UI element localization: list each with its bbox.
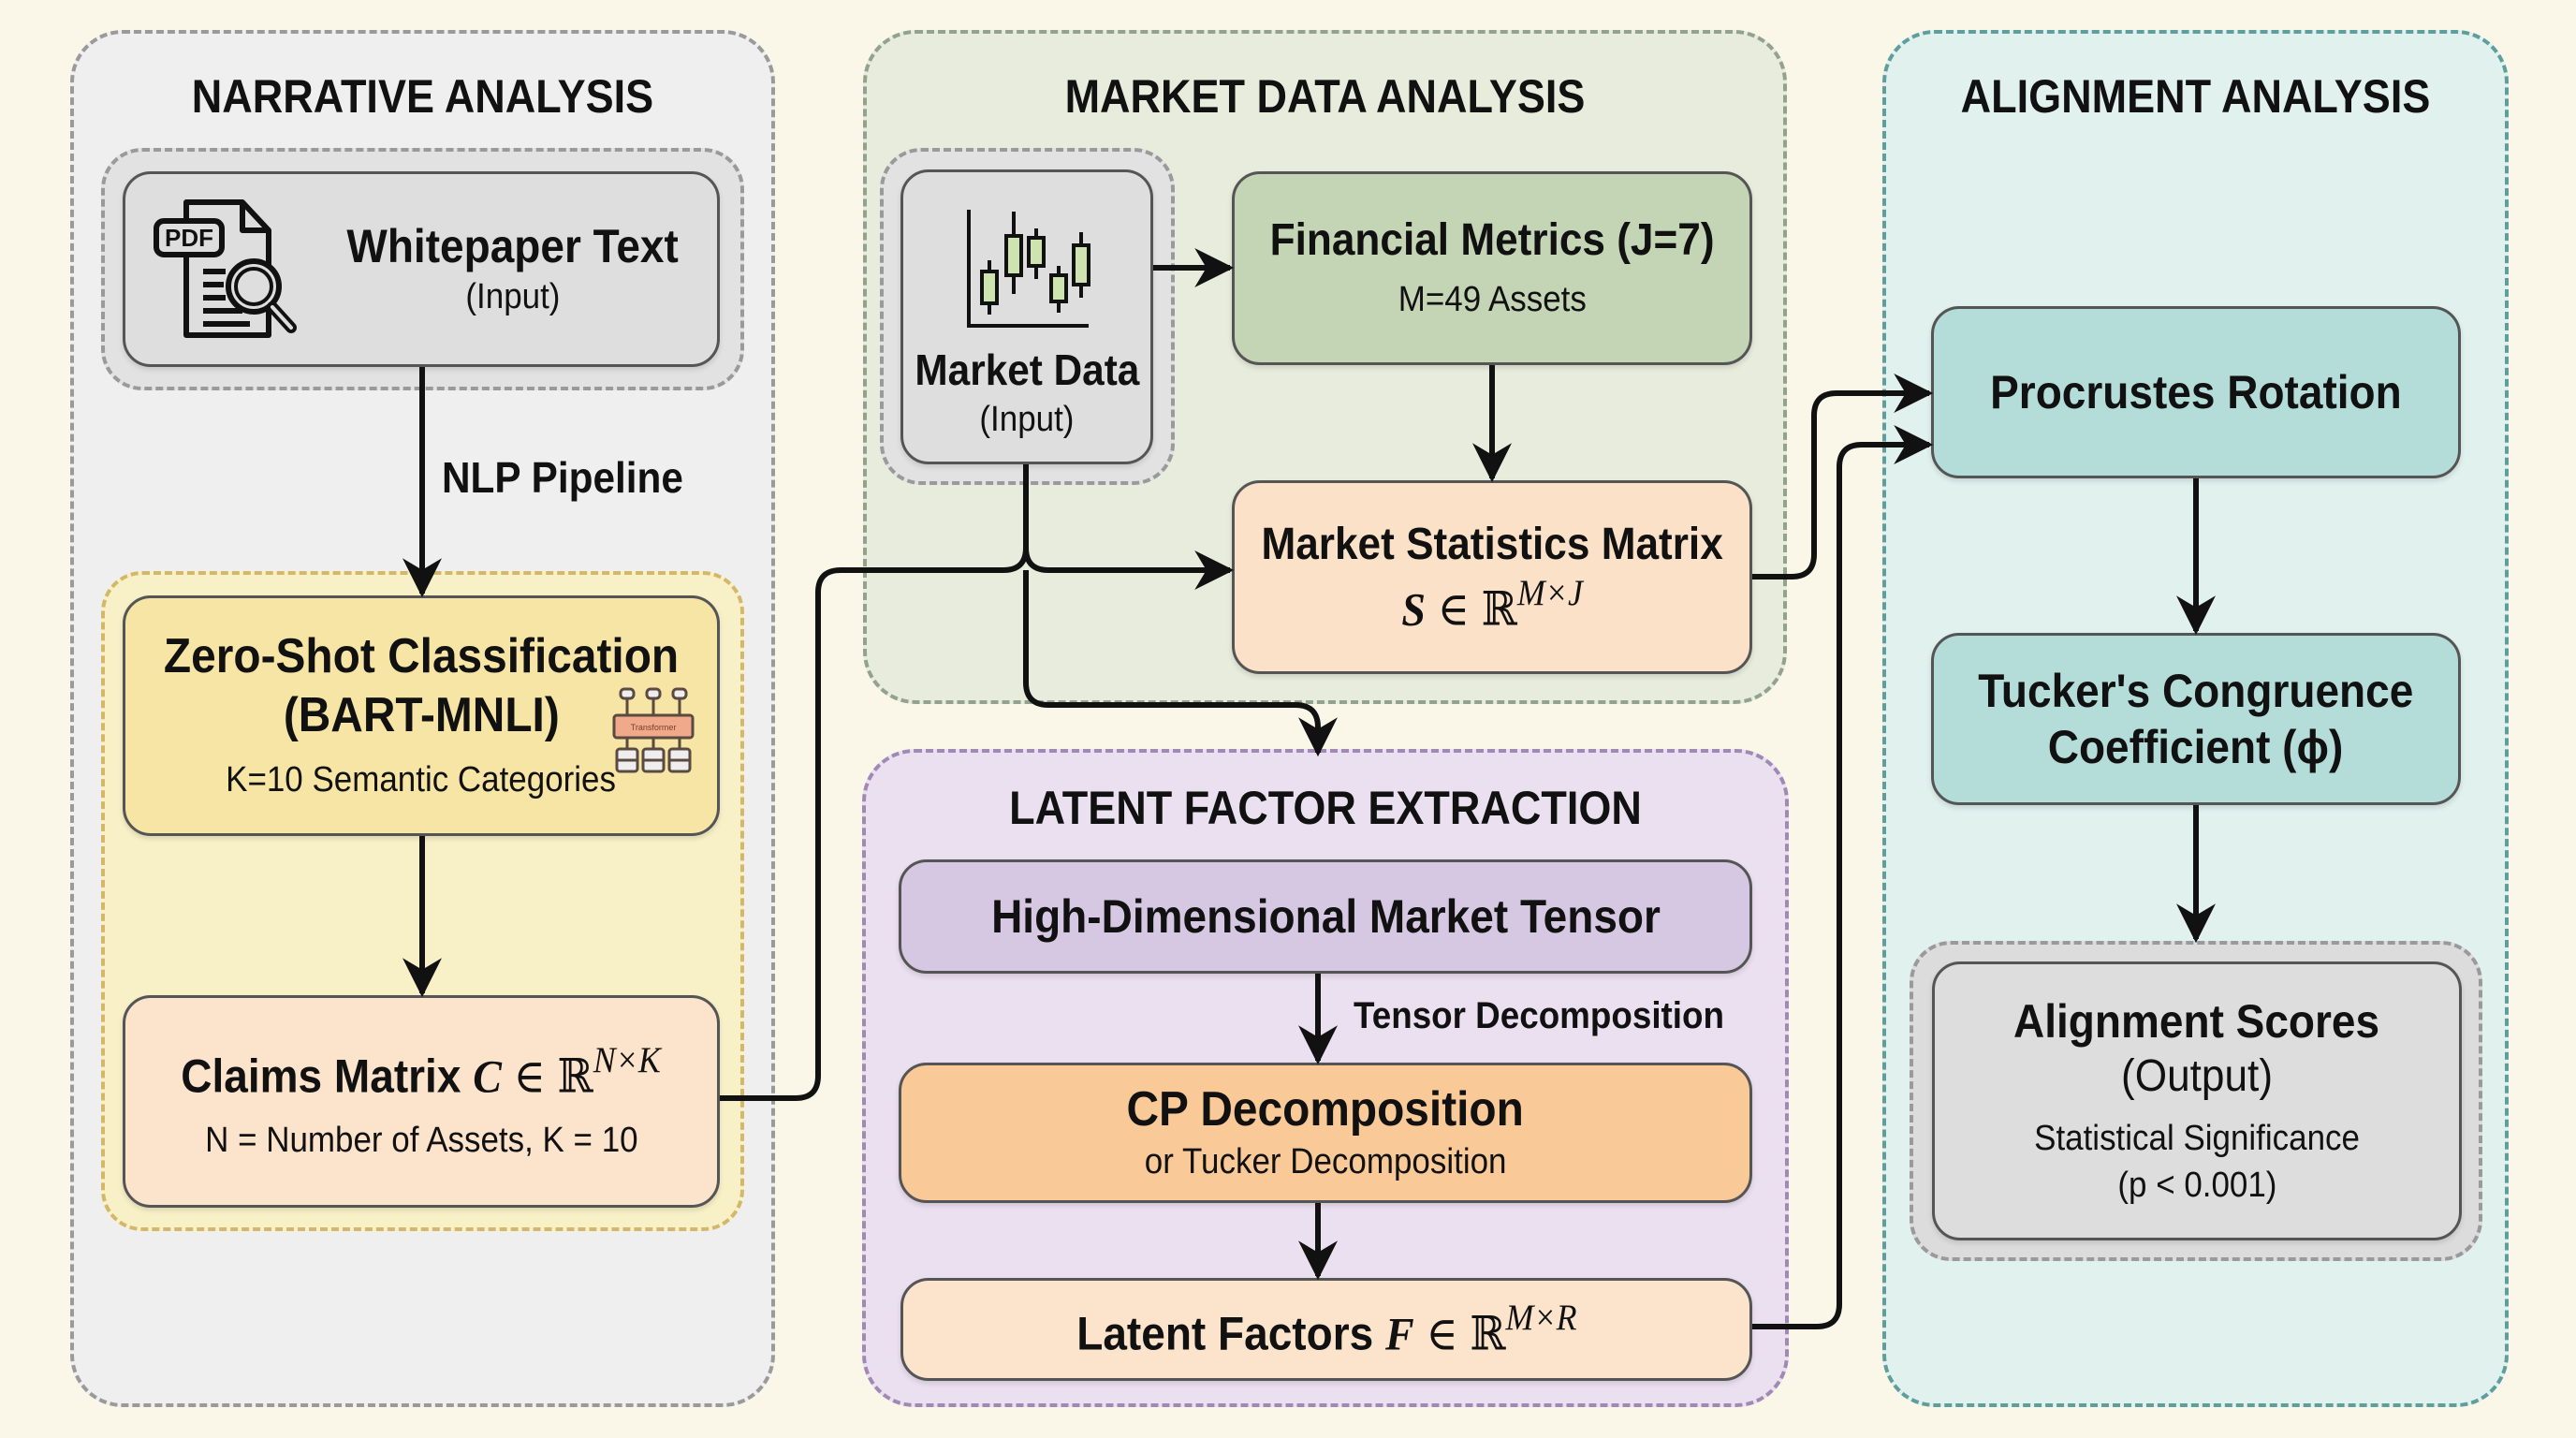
latent-factors-symbol: F (1384, 1307, 1414, 1360)
financial-metrics-node[interactable]: Financial Metrics (J=7) M=49 Assets (1232, 171, 1752, 365)
market-tensor-title: High-Dimensional Market Tensor (990, 890, 1661, 943)
cp-decomposition-title: CP Decomposition (1126, 1082, 1525, 1137)
whitepaper-subtitle: (Input) (464, 276, 561, 316)
transformer-icon-label: Transformer (631, 723, 677, 732)
zero-shot-title-line2: (BART-MNLI) (283, 687, 560, 742)
claims-matrix-subtitle: N = Number of Assets, K = 10 (204, 1120, 638, 1160)
latent-factors-node[interactable]: Latent Factors F ∈ ℝM×R (900, 1278, 1752, 1381)
tucker-title-line2: Coefficient (ϕ) (2048, 721, 2344, 773)
latent-panel-title: LATENT FACTOR EXTRACTION (1009, 782, 1642, 834)
latent-factors-label: Latent Factors (1076, 1307, 1373, 1360)
pdf-search-icon: PDF (154, 198, 297, 338)
tucker-congruence-node[interactable]: Tucker's Congruence Coefficient (ϕ) (1931, 633, 2461, 805)
procrustes-rotation-node[interactable]: Procrustes Rotation (1931, 306, 2461, 478)
procrustes-title: Procrustes Rotation (1990, 366, 2402, 418)
zero-shot-subtitle: K=10 Semantic Categories (226, 760, 617, 800)
market-stats-dims: M×J (1516, 572, 1583, 613)
claims-matrix-symbol: C (473, 1049, 503, 1103)
svg-text:PDF: PDF (165, 224, 213, 252)
claims-matrix-title: Claims Matrix C ∈ ℝN×K (182, 1039, 662, 1104)
significance-line1: Statistical Significance (2034, 1119, 2360, 1159)
market-stats-set: ℝ (1481, 581, 1517, 637)
tucker-title-line1: Tucker's Congruence (1978, 665, 2414, 717)
latent-factors-title: Latent Factors F ∈ ℝM×R (1076, 1297, 1576, 1361)
market-stats-symbol: S (1401, 582, 1426, 636)
market-tensor-node[interactable]: High-Dimensional Market Tensor (899, 859, 1752, 974)
zero-shot-title-line1: Zero-Shot Classification (163, 629, 680, 684)
market-statistics-matrix-node[interactable]: Market Statistics Matrix S ∈ ℝM×J (1232, 480, 1752, 674)
financial-metrics-subtitle: M=49 Assets (1398, 279, 1587, 319)
latent-factors-member: ∈ (1426, 1306, 1458, 1361)
market-stats-formula: S ∈ ℝM×J (1401, 572, 1583, 637)
alignment-panel-title: ALIGNMENT ANALYSIS (1960, 70, 2431, 123)
claims-dims: N×K (593, 1040, 662, 1081)
claims-member-symbol: ∈ (514, 1049, 547, 1104)
market-panel-title: MARKET DATA ANALYSIS (1064, 70, 1586, 123)
whitepaper-title: Whitepaper Text (346, 219, 679, 272)
alignment-scores-subtitle: (Output) (2121, 1050, 2273, 1101)
alignment-scores-node[interactable]: Alignment Scores (Output) Statistical Si… (1932, 961, 2462, 1240)
financial-metrics-title: Financial Metrics (J=7) (1269, 215, 1715, 265)
latent-factors-set: ℝ (1469, 1306, 1506, 1361)
zero-shot-classification-node[interactable]: Zero-Shot Classification (BART-MNLI) K=1… (123, 595, 720, 836)
significance-line2: (p < 0.001) (2116, 1165, 2277, 1205)
market-data-subtitle: (Input) (979, 399, 1075, 439)
market-data-node[interactable]: Market Data (Input) (900, 169, 1153, 464)
cp-decomposition-subtitle: or Tucker Decomposition (1144, 1141, 1507, 1181)
market-stats-title: Market Statistics Matrix (1261, 519, 1723, 569)
claims-real-set: ℝ (557, 1049, 594, 1104)
tensor-decomposition-edge-label: Tensor Decomposition (1354, 995, 1724, 1036)
whitepaper-text-node[interactable]: PDF Whitepaper Text (Input) (123, 171, 720, 367)
claims-matrix-node[interactable]: Claims Matrix C ∈ ℝN×K N = Number of Ass… (123, 995, 720, 1208)
candlestick-chart-icon (967, 210, 1090, 329)
transformer-icon: Transformer (612, 687, 695, 773)
market-data-title: Market Data (915, 345, 1139, 395)
alignment-scores-title: Alignment Scores (2013, 994, 2380, 1048)
market-stats-member: ∈ (1437, 581, 1470, 637)
whitepaper-text-label: Whitepaper Text (Input) (308, 218, 717, 320)
claims-matrix-label: Claims Matrix (181, 1049, 461, 1103)
narrative-panel-title: NARRATIVE ANALYSIS (191, 70, 654, 123)
cp-decomposition-node[interactable]: CP Decomposition or Tucker Decomposition (899, 1063, 1752, 1203)
nlp-pipeline-edge-label: NLP Pipeline (442, 453, 683, 502)
latent-factors-dims: M×R (1505, 1298, 1577, 1339)
